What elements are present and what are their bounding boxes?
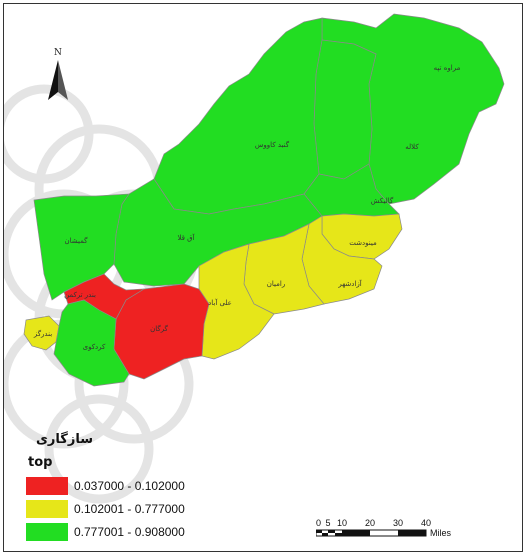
- scale-unit: Miles: [430, 528, 452, 538]
- scale-tick: 0: [316, 518, 321, 528]
- region-label: گالیکش: [371, 196, 394, 205]
- scale-bar: 0 5 10 20 30 40 Miles: [316, 518, 452, 538]
- legend-row: 0.037000 - 0.102000: [26, 474, 196, 497]
- region-label: گمیشان: [64, 236, 88, 245]
- region-gomishan[interactable]: [33, 193, 130, 301]
- region-label: رامیان: [267, 280, 285, 288]
- legend-range: 0.037000 - 0.102000: [74, 478, 185, 493]
- region-label: کردکوی: [83, 343, 106, 351]
- legend-range: 0.102001 - 0.777000: [74, 501, 185, 516]
- legend-swatch: [26, 476, 68, 495]
- scale-segments: [316, 529, 427, 537]
- map-frame: مراوه تپه کلاله گنبد کاووس گالیکش آق قلا…: [3, 3, 523, 552]
- region-label: علی آباد: [208, 298, 232, 307]
- region-label: مینودشت: [349, 239, 377, 247]
- region-bandar-gaz[interactable]: [23, 315, 60, 351]
- scale-tick: 30: [393, 518, 403, 528]
- scale-tick: 5: [325, 518, 330, 528]
- legend-field: top: [28, 455, 53, 470]
- legend-swatch: [26, 522, 68, 541]
- region-label: گرگان: [150, 324, 168, 333]
- legend: سازگاری top 0.037000 - 0.102000 0.102001…: [26, 432, 196, 543]
- region-label: بندرگز: [33, 329, 52, 338]
- legend-row: 0.777001 - 0.908000: [26, 520, 196, 543]
- region-kalaleh[interactable]: [313, 39, 377, 180]
- scale-tick: 20: [365, 518, 375, 528]
- region-label: بندر ترکمن: [64, 291, 96, 299]
- north-arrow-icon: [48, 60, 68, 100]
- north-label: N: [54, 48, 62, 58]
- region-label: مراوه تپه: [434, 64, 461, 72]
- region-label: آزادشهر: [337, 279, 362, 288]
- province-map: مراوه تپه کلاله گنبد کاووس گالیکش آق قلا…: [23, 13, 505, 387]
- scale-tick: 10: [337, 518, 347, 528]
- region-kordkuy[interactable]: [53, 299, 130, 387]
- legend-swatch: [26, 499, 68, 518]
- region-label: گنبد کاووس: [255, 140, 290, 149]
- legend-row: 0.102001 - 0.777000: [26, 497, 196, 520]
- region-label: آق قلا: [177, 233, 195, 242]
- legend-title: سازگاری: [36, 432, 93, 447]
- legend-range: 0.777001 - 0.908000: [74, 524, 185, 539]
- scale-tick: 40: [421, 518, 431, 528]
- region-gonbad[interactable]: [153, 17, 323, 215]
- region-label: کلاله: [405, 143, 419, 151]
